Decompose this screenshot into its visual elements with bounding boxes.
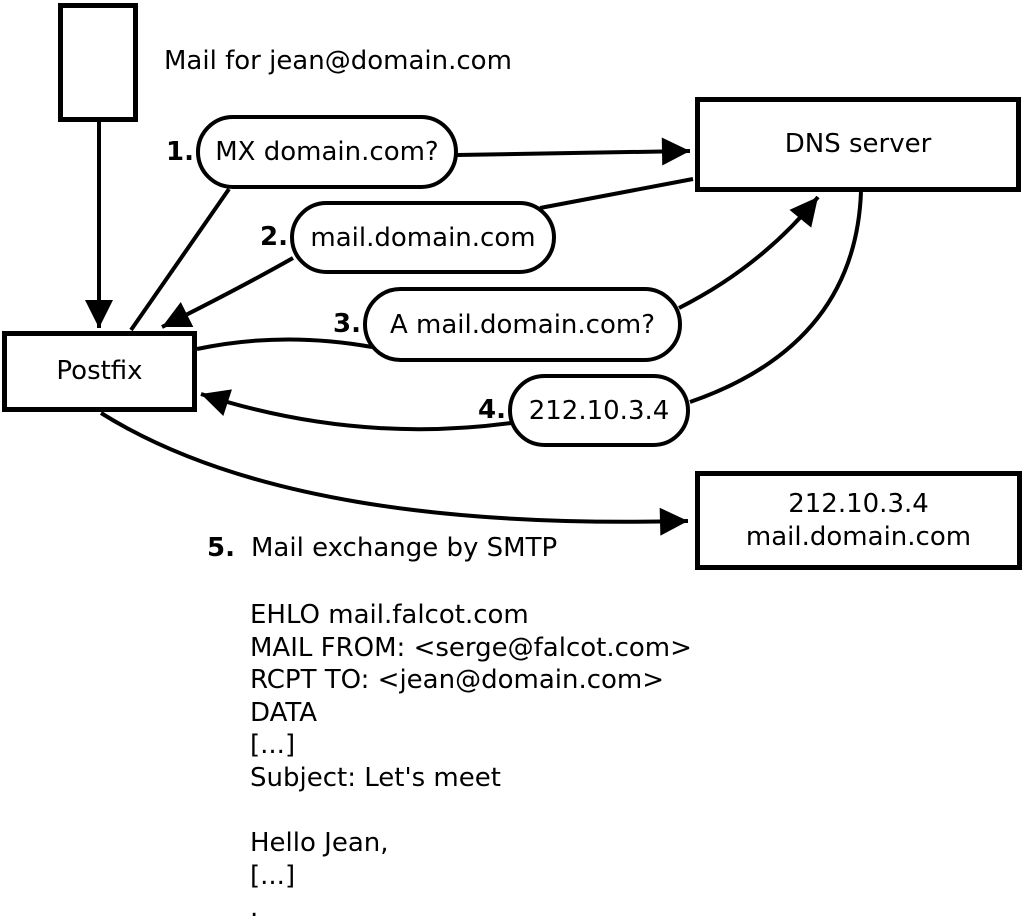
arrow-a-query-to-dns bbox=[678, 195, 820, 310]
diagram-title: Mail for jean@domain.com bbox=[164, 46, 512, 76]
line-postfix-to-a-query bbox=[196, 337, 373, 351]
mx-query-label: MX domain.com? bbox=[215, 137, 439, 167]
line-postfix-to-mx-query bbox=[129, 187, 231, 332]
step-5-label: Mail exchange by SMTP bbox=[251, 533, 558, 563]
dns-server-label: DNS server bbox=[784, 129, 932, 159]
dns-server-box: DNS server bbox=[695, 97, 1021, 192]
line-dns-to-mx-response bbox=[539, 177, 694, 210]
arrow-a-response-to-postfix bbox=[200, 389, 512, 432]
a-response-bubble: 212.10.3.4 bbox=[508, 374, 690, 447]
mx-query-bubble: MX domain.com? bbox=[196, 115, 458, 189]
a-response-label: 212.10.3.4 bbox=[528, 395, 670, 426]
arrow-postfix-to-mail-exchanger bbox=[99, 411, 689, 536]
a-query-bubble: A mail.domain.com? bbox=[363, 287, 682, 362]
step-4-number: 4. bbox=[478, 395, 506, 425]
postfix-label: Postfix bbox=[56, 356, 143, 386]
arrow-mx-response-to-postfix bbox=[161, 256, 294, 329]
smtp-transcript: EHLO mail.falcot.com MAIL FROM: <serge@f… bbox=[250, 600, 692, 919]
mail-exchanger-ip: 212.10.3.4 bbox=[788, 488, 929, 519]
mx-response-label: mail.domain.com bbox=[310, 222, 536, 253]
a-query-label: A mail.domain.com? bbox=[390, 309, 655, 340]
line-dns-to-a-response bbox=[689, 191, 863, 404]
step-2-number: 2. bbox=[260, 222, 288, 252]
step-5-number: 5. bbox=[207, 533, 235, 563]
step-3-number: 3. bbox=[333, 309, 361, 339]
mail-source-box bbox=[58, 3, 138, 122]
mail-exchanger-box: 212.10.3.4 mail.domain.com bbox=[695, 471, 1022, 570]
mx-response-bubble: mail.domain.com bbox=[290, 201, 556, 274]
mail-exchanger-hostname: mail.domain.com bbox=[745, 521, 972, 552]
arrow-mx-query-to-dns bbox=[456, 137, 691, 166]
step-1-number: 1. bbox=[166, 137, 194, 167]
postfix-box: Postfix bbox=[2, 331, 197, 412]
